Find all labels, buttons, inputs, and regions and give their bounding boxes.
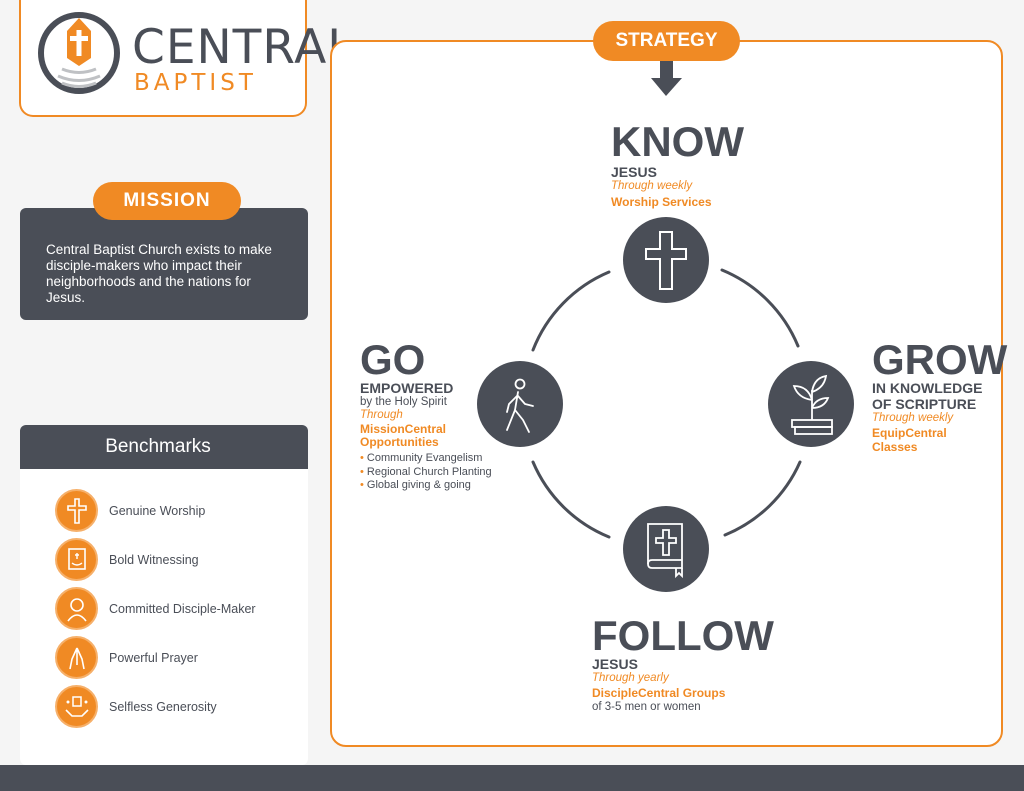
benchmark-label: Committed Disciple-Maker — [109, 601, 256, 616]
benchmarks-heading: Benchmarks — [20, 425, 308, 469]
mission-box: Central Baptist Church exists to make di… — [20, 208, 308, 320]
go-program-1: MissionCentral — [360, 421, 447, 436]
benchmark-item-witnessing: Bold Witnessing — [55, 538, 199, 581]
giving-hands-icon — [55, 685, 98, 728]
cross-icon — [645, 231, 687, 290]
grow-program-1: EquipCentral — [872, 426, 947, 441]
benchmark-item-prayer: Powerful Prayer — [55, 636, 198, 679]
go-program-2: Opportunities — [360, 435, 439, 450]
know-program: Worship Services — [611, 195, 712, 210]
benchmark-label: Selfless Generosity — [109, 699, 217, 714]
grow-subtitle-1: IN KNOWLEDGE — [872, 380, 983, 396]
cycle-arc-go-know — [531, 270, 611, 352]
benchmark-item-disciple-maker: Committed Disciple-Maker — [55, 587, 256, 630]
praying-hands-icon — [55, 636, 98, 679]
benchmark-label: Powerful Prayer — [109, 650, 198, 665]
cross-icon — [55, 489, 98, 532]
cycle-arc-follow-go — [531, 460, 611, 539]
down-arrow-icon — [651, 60, 682, 96]
strategy-heading: STRATEGY — [593, 21, 740, 61]
go-label-group: GO EMPOWERED by the Holy Spirit Through … — [360, 336, 492, 493]
go-bullet: Regional Church Planting — [360, 466, 492, 480]
know-node — [623, 217, 709, 303]
logo-wordmark-central: CENTRAL — [132, 20, 355, 75]
logo-box: CENTRAL BAPTIST — [19, 0, 353, 117]
follow-label-group: FOLLOW JESUS Through yearly DiscipleCent… — [592, 612, 774, 714]
walking-person-icon — [506, 378, 534, 433]
follow-node — [623, 506, 709, 592]
witness-book-icon — [55, 538, 98, 581]
know-title: KNOW — [611, 118, 744, 165]
mission-text: Central Baptist Church exists to make di… — [46, 242, 272, 305]
benchmark-label: Bold Witnessing — [109, 552, 199, 567]
follow-note: of 3-5 men or women — [592, 701, 701, 714]
strategy-panel — [330, 40, 1003, 747]
know-subtitle: JESUS — [611, 164, 657, 180]
know-through: Through weekly — [611, 180, 693, 193]
benchmark-label: Genuine Worship — [109, 503, 206, 518]
grow-node — [768, 361, 854, 447]
grow-title: GROW — [872, 336, 1008, 383]
benchmark-item-worship: Genuine Worship — [55, 489, 205, 532]
benchmarks-panel: Benchmarks Genuine Worship Bold Witnessi… — [20, 425, 308, 765]
go-bullet: Community Evangelism — [360, 452, 492, 466]
grow-program-2: Classes — [872, 440, 918, 455]
follow-through: Through yearly — [592, 672, 669, 685]
logo-wordmark-baptist: BAPTIST — [134, 70, 257, 96]
footer-bar — [0, 765, 1024, 791]
go-bullet: Global giving & going — [360, 479, 492, 493]
go-subtitle: EMPOWERED — [360, 380, 454, 396]
know-label-group: KNOW JESUS Through weekly Worship Servic… — [611, 118, 744, 210]
church-logo-icon — [38, 12, 120, 94]
go-title: GO — [360, 336, 426, 383]
benchmark-item-generosity: Selfless Generosity — [55, 685, 217, 728]
follow-subtitle: JESUS — [592, 656, 638, 672]
mission-heading: MISSION — [93, 182, 241, 220]
bible-icon — [647, 523, 683, 579]
cycle-arc-grow-follow — [723, 460, 802, 537]
grow-label-group: GROW IN KNOWLEDGE OF SCRIPTURE Through w… — [872, 336, 1008, 455]
follow-program: DiscipleCentral Groups — [592, 686, 726, 701]
person-icon — [55, 587, 98, 630]
go-description: by the Holy Spirit — [360, 396, 447, 409]
follow-title: FOLLOW — [592, 612, 774, 659]
go-through: Through — [360, 409, 403, 422]
grow-subtitle-2: OF SCRIPTURE — [872, 396, 977, 413]
plant-on-books-icon — [791, 374, 833, 435]
go-node — [477, 361, 563, 447]
grow-through: Through weekly — [872, 412, 954, 425]
cycle-arc-know-grow — [720, 268, 800, 348]
